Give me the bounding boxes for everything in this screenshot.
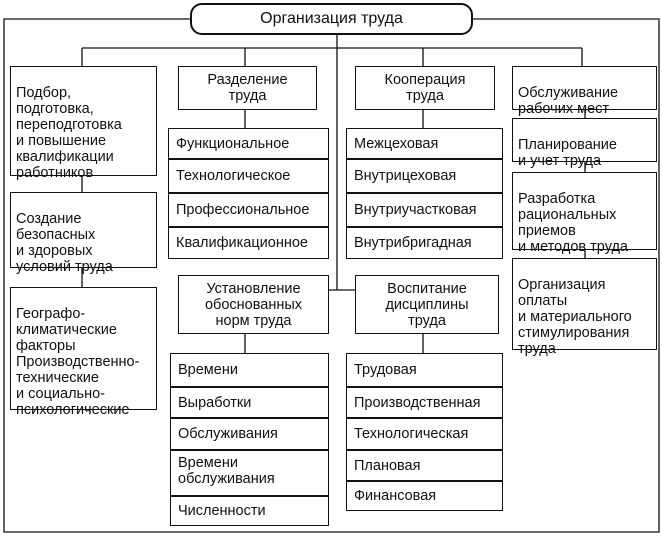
planning-node: Планирование и учет труда bbox=[512, 118, 657, 169]
cooperation-node: Кооперация труда bbox=[355, 66, 495, 110]
division-item: Профессиональное bbox=[168, 193, 329, 227]
division-item-label: Технологическое bbox=[176, 168, 291, 184]
division-item-label: Квалификационное bbox=[176, 235, 308, 251]
division-title: Разделение труда bbox=[207, 72, 288, 104]
division-item-label: Функциональное bbox=[176, 135, 290, 152]
training-node: Подбор, подготовка, переподготовка и пов… bbox=[10, 66, 157, 181]
cooperation-item: Межцеховая bbox=[346, 128, 503, 159]
norms-item-label: Времени bbox=[178, 362, 238, 378]
cooperation-item: Внутрицеховая bbox=[346, 159, 503, 193]
norms-item: Времени обслуживания bbox=[170, 450, 329, 496]
norms-node: Установление обоснованных норм труда bbox=[178, 275, 329, 334]
factors-label: Географо- климатические факторы Производ… bbox=[16, 306, 140, 418]
division-item-label: Профессиональное bbox=[176, 202, 310, 218]
norms-item-label: Времени обслуживания bbox=[178, 455, 275, 487]
cooperation-item-label: Внутриучастковая bbox=[354, 202, 477, 218]
cooperation-item: Внутрибригадная bbox=[346, 227, 503, 259]
planning-label: Планирование и учет труда bbox=[518, 137, 617, 169]
discipline-item-label: Производственная bbox=[354, 394, 481, 411]
discipline-item: Технологическая bbox=[346, 418, 503, 450]
cooperation-item-label: Внутрибригадная bbox=[354, 235, 472, 251]
workplace-node: Обслуживание рабочих мест bbox=[512, 66, 657, 117]
norms-item: Численности bbox=[170, 496, 329, 526]
norms-item-label: Выработки bbox=[178, 394, 252, 411]
cooperation-item-label: Межцеховая bbox=[354, 135, 439, 152]
discipline-item: Плановая bbox=[346, 450, 503, 481]
safety-label: Создание безопасных и здоровых условий т… bbox=[16, 211, 113, 275]
outer-frame-line bbox=[3, 18, 660, 533]
methods-label: Разработка рациональных приемов и методо… bbox=[518, 191, 628, 255]
discipline-item: Финансовая bbox=[346, 481, 503, 511]
cooperation-item: Внутриучастковая bbox=[346, 193, 503, 227]
division-node: Разделение труда bbox=[178, 66, 317, 110]
division-item: Квалификационное bbox=[168, 227, 329, 259]
root-node: Организация труда bbox=[190, 3, 473, 35]
safety-node: Создание безопасных и здоровых условий т… bbox=[10, 192, 157, 275]
discipline-item-label: Трудовая bbox=[354, 362, 417, 378]
norms-item: Времени bbox=[170, 353, 329, 387]
training-label: Подбор, подготовка, переподготовка и пов… bbox=[16, 85, 122, 181]
workplace-label: Обслуживание рабочих мест bbox=[518, 85, 619, 117]
norms-item-label: Численности bbox=[178, 503, 266, 519]
discipline-item-label: Плановая bbox=[354, 457, 421, 474]
norms-item: Обслуживания bbox=[170, 418, 329, 450]
division-item: Технологическое bbox=[168, 159, 329, 193]
payment-node: Организация оплаты и материального стиму… bbox=[512, 258, 657, 357]
norms-item-label: Обслуживания bbox=[178, 426, 278, 442]
discipline-item-label: Финансовая bbox=[354, 488, 437, 504]
methods-node: Разработка рациональных приемов и методо… bbox=[512, 172, 657, 255]
discipline-node: Воспитание дисциплины труда bbox=[355, 275, 499, 334]
factors-node: Географо- климатические факторы Производ… bbox=[10, 287, 157, 418]
division-item: Функциональное bbox=[168, 128, 329, 159]
discipline-item-label: Технологическая bbox=[354, 426, 469, 442]
norms-title: Установление обоснованных норм труда bbox=[204, 280, 303, 329]
norms-item: Выработки bbox=[170, 387, 329, 418]
root-label: Организация труда bbox=[260, 10, 403, 27]
payment-label: Организация оплаты и материального стиму… bbox=[518, 277, 632, 357]
discipline-item: Производственная bbox=[346, 387, 503, 418]
discipline-item: Трудовая bbox=[346, 353, 503, 387]
cooperation-item-label: Внутрицеховая bbox=[354, 168, 457, 184]
cooperation-title: Кооперация труда bbox=[384, 72, 466, 104]
discipline-title: Воспитание дисциплины труда bbox=[385, 280, 469, 329]
